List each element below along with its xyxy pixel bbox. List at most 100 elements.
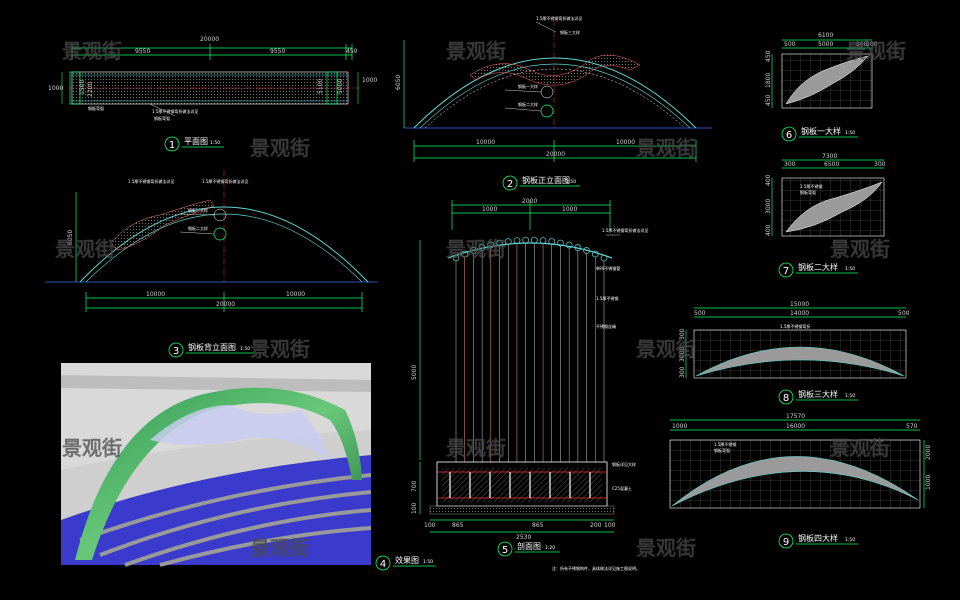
render-scale: 1:50 (423, 559, 433, 565)
watermarks: 景观街 景观街 景观街 景观街 景观街 景观街 景观街 景观街 景观街 景观街 … (55, 39, 906, 560)
front-title: 钢板正立面图 (522, 175, 570, 185)
section-dim-w4: 200 (590, 522, 602, 529)
d8-title: 钢板三大样 (798, 389, 838, 399)
watermark-6: 景观街 (55, 237, 115, 261)
d7-plate-shape (785, 181, 883, 233)
section-tube (539, 237, 547, 244)
plan-dim-left: 9550 (135, 48, 150, 55)
plan-view: 20000 9550 9550 450 1000 1500 2200 1000 … (48, 36, 377, 152)
section-scale: 1:20 (545, 545, 555, 551)
watermark-1: 景观街 (62, 39, 122, 63)
d7-dim-b: 6500 (824, 161, 839, 168)
d8-dim-h1: 300 (679, 328, 686, 340)
section-note-3: 1.5厚不锈钢 (596, 295, 618, 301)
d9-note-2: 钢板弯弧 (714, 447, 730, 453)
watermark-2: 景观街 (446, 39, 506, 63)
watermark-5: 景观街 (636, 136, 696, 160)
front-note-2: 钢板一大样 (518, 83, 538, 89)
d9-dim-h1: 2000 (925, 445, 932, 460)
d9-dim-a: 1000 (672, 423, 687, 430)
d9-dim-b: 16000 (786, 423, 805, 430)
front-dim-total: 20000 (546, 151, 565, 158)
watermark-14: 景观街 (250, 536, 310, 560)
section-dim-height: 5000 (411, 365, 418, 380)
side-dim-height: 6050 (67, 230, 74, 245)
side-dim-right: 10000 (286, 291, 305, 298)
section-dim-base2: 100 (411, 502, 418, 514)
section-dim-right: 1000 (562, 206, 577, 213)
plan-dim-h5: 5100 (317, 79, 324, 94)
plan-dim-total: 20000 (200, 36, 219, 43)
front-elevation-view: 6050 10000 10000 20000 1.5厚不锈钢弯折做法详见 钢板一… (395, 15, 712, 191)
plan-dim-end: 450 (346, 48, 358, 55)
plan-dim-right: 9550 (270, 48, 285, 55)
d9-plate-shape (671, 456, 919, 507)
section-note-4: 不锈钢丝绳 (596, 323, 616, 329)
d8-dim-total: 15000 (790, 301, 809, 308)
side-dim-left: 10000 (146, 291, 165, 298)
side-note-3: 钢板二大样 (188, 225, 208, 231)
d8-number: 8 (783, 393, 789, 404)
section-view: 2000 1000 1000 5000 700 100 100 865 865 … (411, 198, 648, 571)
d7-dim-total: 7300 (822, 153, 837, 160)
detail-7-view: 7300 300 6500 300 1.5厚不锈钢 钢板弯弧 400 3000 … (765, 153, 886, 278)
d8-dim-h2: 3000 (679, 347, 686, 362)
watermark-12: 景观街 (446, 436, 506, 460)
d6-dim-c: 500 (856, 41, 868, 48)
watermark-10: 景观街 (636, 337, 696, 361)
d9-note-1: 1.5厚不锈钢 (714, 441, 736, 447)
d7-dim-h2: 3000 (765, 199, 772, 214)
d7-note-2: 钢板弯弧 (800, 189, 816, 195)
section-cables (455, 243, 605, 462)
d9-dim-c: 570 (906, 423, 918, 430)
d8-dim-c: 500 (898, 310, 910, 317)
front-dim-left: 10000 (476, 139, 495, 146)
plan-title: 平面图 (184, 137, 208, 146)
d8-dim-a: 500 (694, 310, 706, 317)
watermark-11: 景观街 (62, 436, 122, 460)
plan-dim-h4: 1000 (362, 77, 377, 84)
d7-note-1: 1.5厚不锈钢 (800, 183, 822, 189)
d9-scale: 1:50 (845, 537, 855, 543)
side-title: 钢板背立面图 (188, 342, 236, 352)
d6-scale: 1:50 (845, 130, 855, 136)
watermark-8: 景观街 (830, 237, 890, 261)
plan-scale: 1:50 (210, 140, 220, 146)
section-tube (513, 237, 521, 244)
side-dim-total: 20000 (216, 301, 235, 308)
plan-note-2: 钢板弯弧 (154, 115, 170, 121)
d6-number: 6 (786, 130, 792, 141)
section-title: 剖面图 (517, 541, 541, 551)
d7-number: 7 (783, 266, 789, 277)
section-dim-w1: 100 (424, 522, 436, 529)
side-scale: 1:50 (240, 346, 250, 352)
plan-note-3: 钢板弯弧 (88, 105, 104, 111)
section-dim-top: 2000 (522, 198, 537, 205)
section-note-2: Φ89不锈钢管 (596, 265, 620, 271)
watermark-7: 景观街 (446, 237, 506, 261)
d7-dim-c: 300 (874, 161, 886, 168)
plan-number: 1 (169, 140, 175, 151)
d7-dim-h1: 400 (765, 174, 772, 186)
d6-dim-h2: 1800 (765, 73, 772, 88)
d7-title: 钢板二大样 (798, 262, 838, 272)
watermark-4: 景观街 (250, 136, 310, 160)
plan-dim-h1: 1000 (48, 85, 63, 92)
watermark-15: 景观街 (636, 536, 696, 560)
front-number: 2 (507, 179, 513, 190)
front-note-3: 钢板二大样 (518, 101, 538, 107)
side-number: 3 (173, 346, 179, 357)
side-steel-plate (109, 199, 215, 251)
section-dim-w5: 100 (604, 522, 616, 529)
front-note-1: 1.5厚不锈钢弯折做法详见 (536, 15, 582, 21)
section-tube (591, 250, 599, 258)
section-dim-w3: 865 (532, 522, 544, 529)
render-view: 4 效果图 1:50 (61, 363, 436, 571)
side-note-1b: 1.5厚不锈钢弯折做法详见 (202, 178, 248, 184)
plan-dim-h3: 2200 (87, 82, 94, 97)
d9-grid (669, 439, 921, 509)
side-note-1: 1.5厚不锈钢弯折做法详见 (128, 178, 174, 184)
watermark-13: 景观街 (830, 436, 890, 460)
d6-dim-b: 5000 (818, 41, 833, 48)
